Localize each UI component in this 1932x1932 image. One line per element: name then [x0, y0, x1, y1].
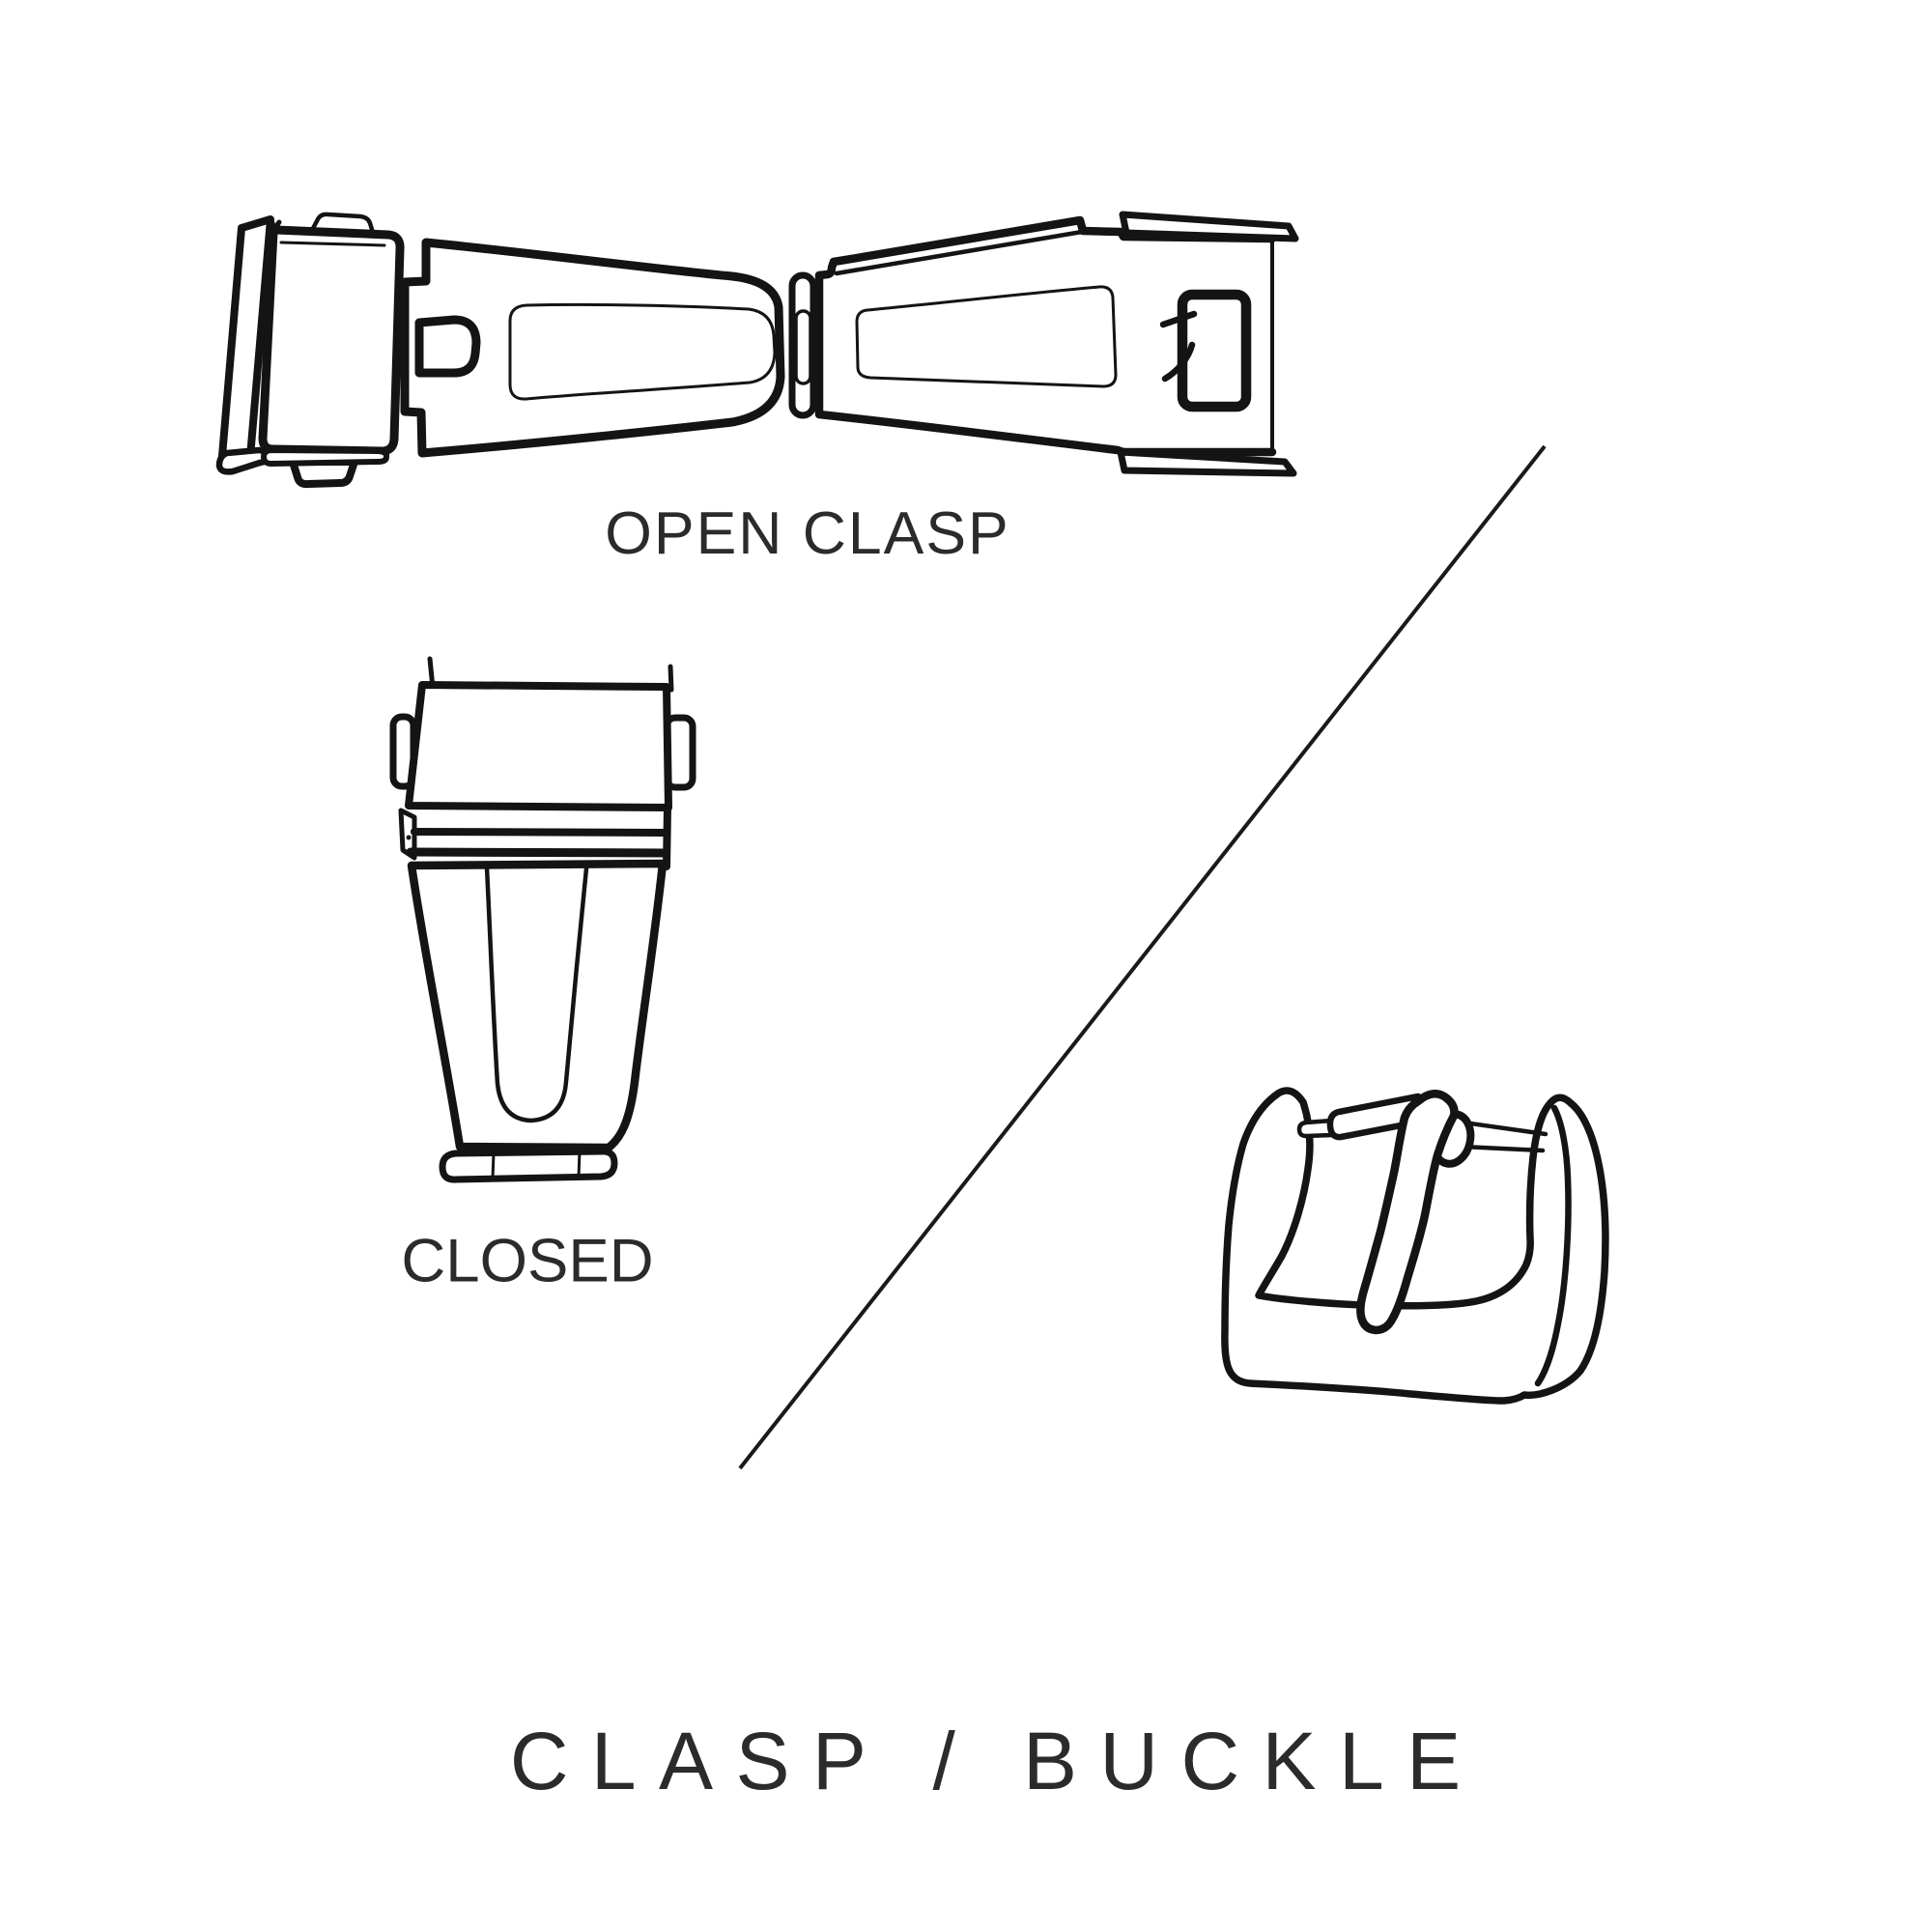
svg-text:CLASP / BUCKLE: CLASP / BUCKLE: [510, 1716, 1484, 1806]
svg-text:OPEN CLASP: OPEN CLASP: [605, 499, 1009, 567]
svg-text:CLOSED: CLOSED: [401, 1228, 653, 1295]
